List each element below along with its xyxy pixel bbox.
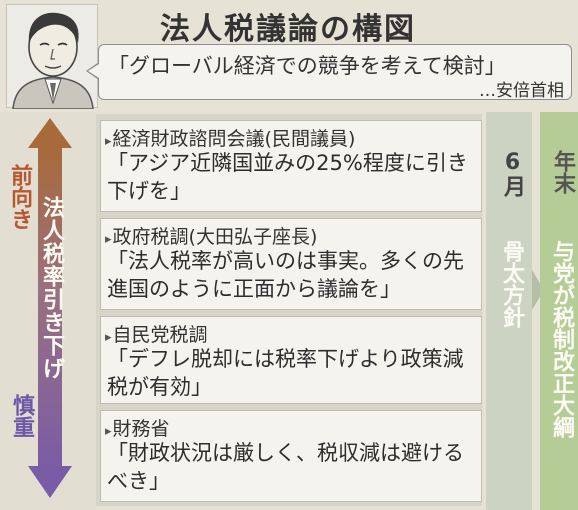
scale-bottom-label: 慎重 — [9, 394, 34, 438]
scale-arrow-shaft — [38, 146, 62, 468]
timeline-year-end-column — [540, 112, 578, 510]
opinion-quote: 「デフレ脱却には税率下げより政策減税が有効」 — [107, 347, 464, 399]
timeline-june-label: 6月 — [500, 150, 525, 197]
diagram-title: 法人税議論の構図 — [160, 12, 416, 47]
opinion-card: 経済財政諮問会議(民間議員) 「アジア近隣国並みの25%程度に引き下げを」 — [100, 120, 482, 212]
opinion-card: 自民党税調 「デフレ脱却には税率下げより政策減税が有効」 — [100, 316, 482, 404]
arrow-down-icon — [28, 466, 72, 498]
quote-bubble-tail-fill — [88, 64, 99, 78]
opinion-source: 自民党税調 — [105, 320, 208, 347]
prime-minister-portrait — [6, 4, 98, 110]
opinion-card: 政府税調(大田弘子座長) 「法人税率が高いのは事実。多くの先進国のように正面から… — [100, 218, 482, 310]
timeline-june-event: 骨太方針 — [499, 240, 524, 328]
timeline-year-end-event: 与党が税制改正大綱 — [549, 240, 574, 438]
opinion-source: 財務省 — [105, 414, 170, 441]
pm-quote-speaker: …安倍首相 — [479, 81, 564, 101]
opinion-quote: 「法人税率が高いのは事実。多くの先進国のように正面から議論を」 — [107, 249, 464, 301]
arrow-up-icon — [28, 118, 72, 148]
timeline-year-end-label: 年末 — [550, 150, 575, 194]
timeline-june-column — [486, 112, 532, 510]
quote-bubble — [98, 44, 572, 100]
opinion-source: 経済財政諮問会議(民間議員) — [105, 124, 356, 151]
opinion-quote: 「アジア近隣国並みの25%程度に引き下げを」 — [107, 151, 468, 203]
scale-axis-label: 法人税率引き下げ — [39, 196, 64, 380]
opinion-card: 財務省 「財政状況は厳しく、税収減は避けるべき」 — [100, 410, 482, 502]
opinion-quote: 「財政状況は厳しく、税収減は避けるべき」 — [107, 441, 464, 493]
portrait-illustration — [12, 12, 94, 110]
scale-top-label: 前向き — [7, 164, 32, 230]
opinion-source: 政府税調(大田弘子座長) — [105, 222, 318, 249]
pm-quote: 「グローバル経済での競争を考えて検討」 — [108, 54, 506, 78]
